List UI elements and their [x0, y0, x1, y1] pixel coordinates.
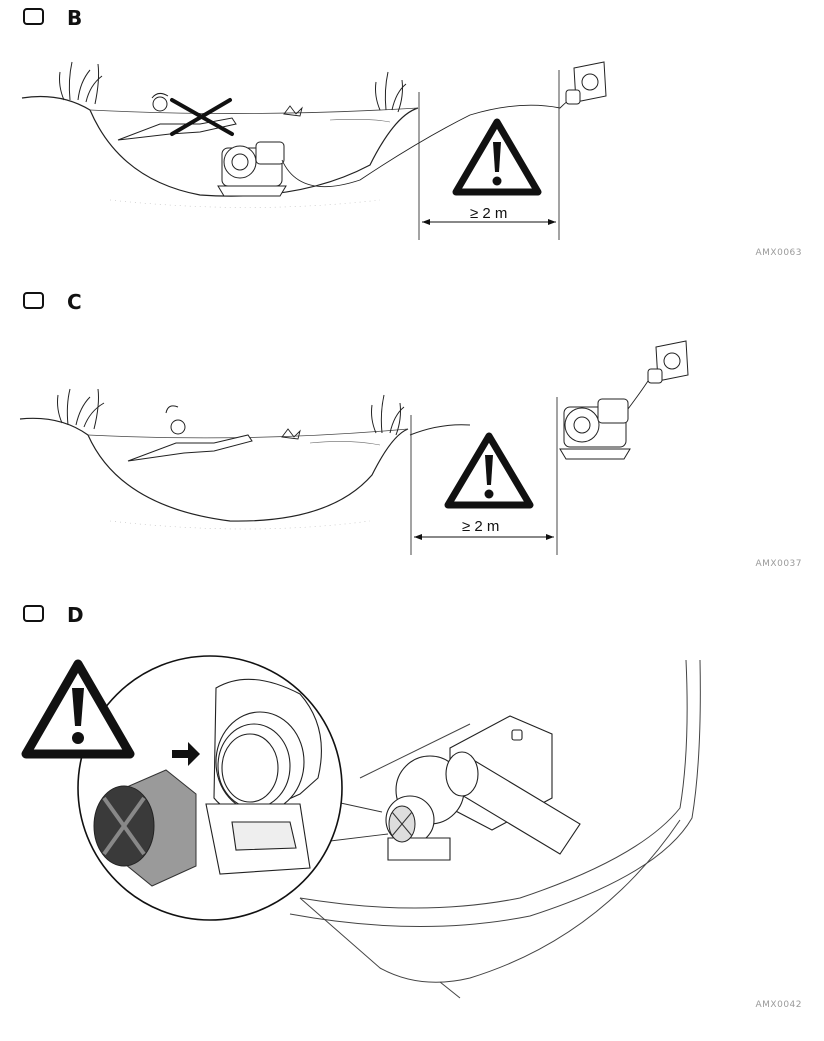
section-d: D	[0, 598, 824, 1028]
cross-mark-icon	[170, 98, 234, 136]
distance-label-c: ≥ 2 m	[462, 518, 499, 535]
checkbox-b[interactable]	[23, 8, 44, 25]
illustration-b: ≥ 2 m	[21, 61, 607, 240]
reeds-left	[59, 61, 103, 105]
pump-outside-pond	[559, 398, 631, 460]
warning-triangle-icon	[21, 659, 135, 759]
water-lily	[281, 428, 301, 440]
checkbox-c[interactable]	[23, 292, 44, 309]
illustration-c: ≥ 2 m	[19, 340, 689, 555]
pond-outline	[19, 417, 409, 522]
warning-triangle-icon	[452, 118, 542, 196]
section-letter-d: D	[67, 603, 84, 627]
wall-socket	[565, 61, 607, 105]
detail-inlet	[205, 678, 322, 875]
pond-outline	[21, 95, 419, 197]
reeds-right	[371, 394, 405, 436]
pump-filter	[388, 805, 416, 843]
filter-sponge	[93, 769, 197, 887]
water-surface	[89, 107, 419, 114]
power-cable	[281, 95, 576, 188]
distance-label-b: ≥ 2 m	[470, 205, 507, 222]
figure-code-d: AMX0042	[755, 1000, 802, 1010]
basin	[289, 659, 701, 999]
pump-in-pond	[217, 141, 287, 197]
water-lily	[283, 105, 303, 117]
wall-socket	[647, 340, 689, 384]
hose-pipe	[445, 751, 581, 855]
section-letter-b: B	[67, 6, 83, 30]
reeds-left	[57, 388, 105, 430]
swimmer	[127, 405, 253, 462]
warning-triangle-icon	[444, 432, 534, 509]
figure-code-b: AMX0063	[755, 248, 802, 258]
insert-arrow-icon	[172, 742, 200, 766]
section-b: B	[0, 0, 824, 270]
figure-code-c: AMX0037	[755, 559, 802, 569]
section-c: C	[0, 285, 824, 575]
illustration-d	[21, 655, 701, 999]
section-letter-c: C	[67, 290, 82, 314]
checkbox-d[interactable]	[23, 605, 44, 622]
reeds-right	[375, 71, 407, 113]
